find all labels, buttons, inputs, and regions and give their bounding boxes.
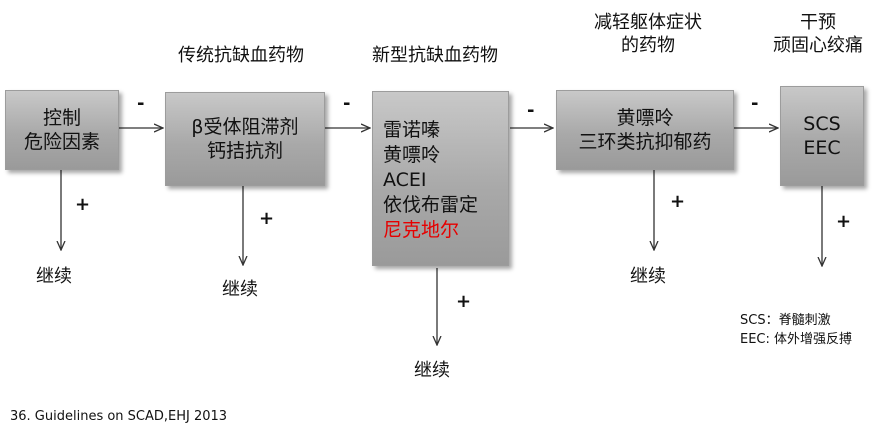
abbreviation-notes: SCS：脊髓刺激 EEC: 体外增强反搏 [740,313,853,347]
minus-sign-1: - [137,93,145,114]
heading-refractory-angina: 干预 顽固心绞痛 [773,12,863,56]
drug-ivabradine: 依伐布雷定 [383,194,479,216]
drug-acei: ACEI [383,169,427,191]
minus-sign-2: - [343,93,351,114]
continue-label-1: 继续 [36,266,72,287]
box-scs-eec: SCS EEC [780,86,864,186]
heading-new-antiischemic: 新型抗缺血药物 [372,45,498,66]
minus-sign-4: - [751,93,759,114]
box-new-drugs: 雷诺嗪 黄嘌呤 ACEI 依伐布雷定 尼克地尔 [372,91,509,266]
plus-sign-3: + [456,291,472,312]
continue-label-3: 继续 [414,360,450,381]
plus-sign-4: + [670,191,686,212]
box-symptom-drugs: 黄嘌呤 三环类抗抑郁药 [556,90,734,170]
drug-ranolazine: 雷诺嗪 [383,119,441,141]
plus-sign-5: + [836,211,852,232]
drug-xanthine: 黄嘌呤 [383,144,441,166]
box-beta-blocker-cca: β受体阻滞剂 钙拮抗剂 [165,92,325,186]
plus-sign-2: + [259,208,275,229]
continue-label-4: 继续 [630,266,666,287]
plus-sign-1: + [75,194,91,215]
heading-symptom-relief: 减轻躯体症状 的药物 [594,12,702,56]
minus-sign-3: - [527,100,535,121]
box-risk-factor-control: 控制 危险因素 [5,90,119,170]
heading-traditional-antiischemic: 传统抗缺血药物 [178,45,304,66]
drug-nicorandil: 尼克地尔 [383,219,460,241]
continue-label-2: 继续 [222,279,258,300]
citation-footer: 36. Guidelines on SCAD,EHJ 2013 [10,409,228,424]
